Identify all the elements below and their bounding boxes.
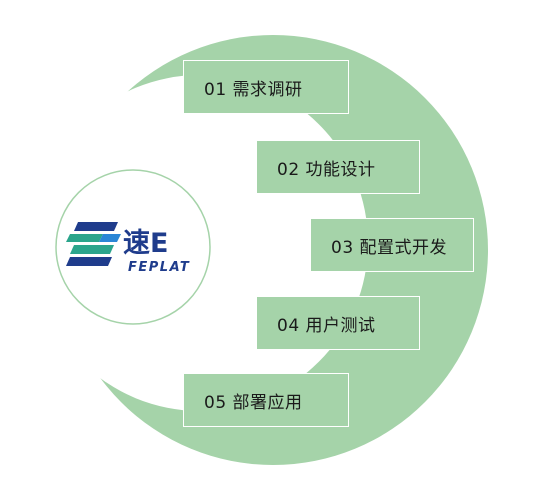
- feplat-logo-icon: [66, 222, 121, 266]
- step-configurable-development: 03 配置式开发: [310, 218, 474, 272]
- step-requirements-research: 01 需求调研: [183, 60, 349, 114]
- step-label: 03 配置式开发: [331, 237, 448, 258]
- step-label: 02 功能设计: [277, 159, 376, 180]
- logo-name-cn: 速E: [123, 228, 168, 259]
- step-label: 01 需求调研: [204, 79, 303, 100]
- step-function-design: 02 功能设计: [256, 140, 420, 194]
- logo-name-en: FEPLAT: [128, 260, 190, 275]
- step-deployment: 05 部署应用: [183, 373, 349, 427]
- logo-circle: [55, 169, 211, 325]
- step-label: 05 部署应用: [204, 392, 303, 413]
- step-label: 04 用户测试: [277, 315, 376, 336]
- step-user-testing: 04 用户测试: [256, 296, 420, 350]
